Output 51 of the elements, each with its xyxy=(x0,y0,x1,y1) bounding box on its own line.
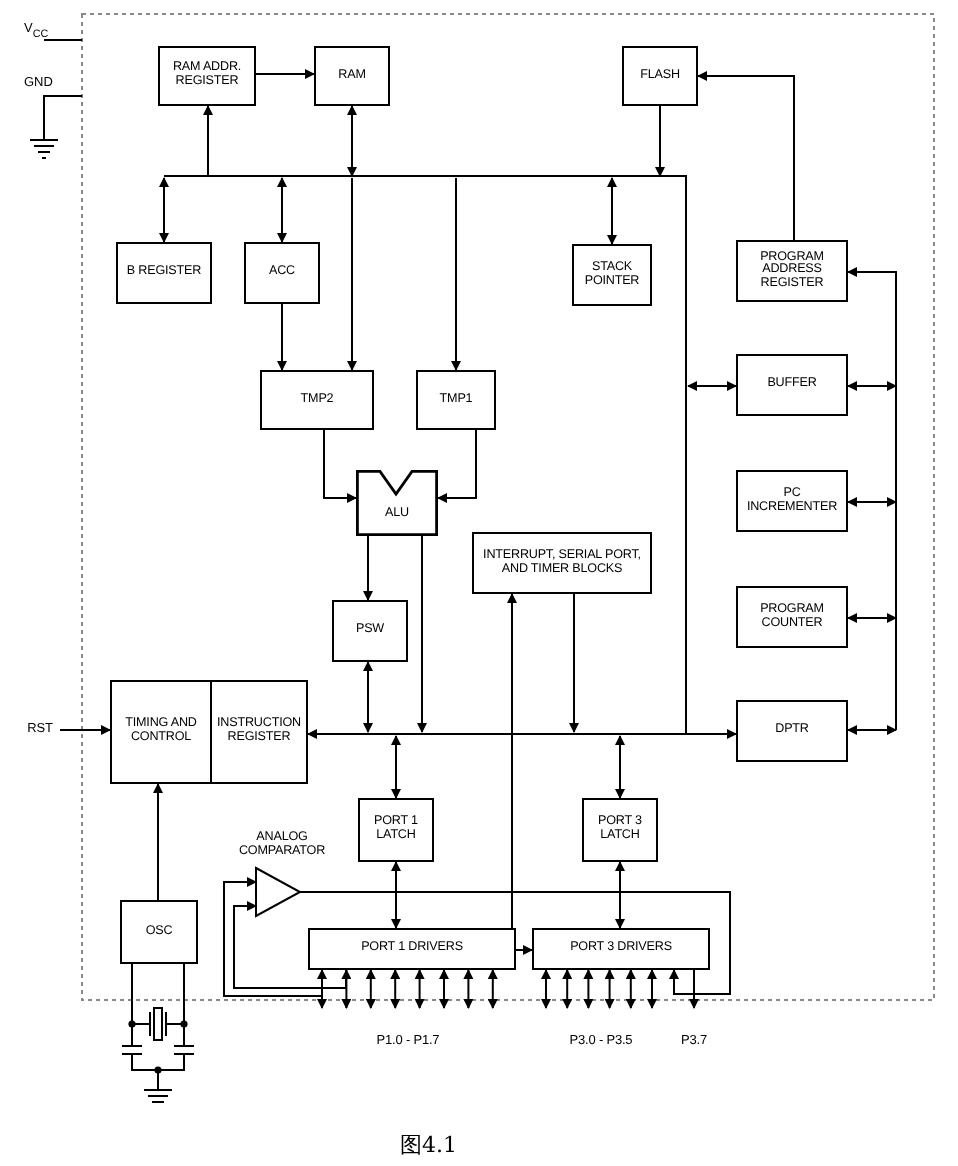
arrow xyxy=(365,969,376,1009)
arrow xyxy=(487,969,498,1009)
arrow xyxy=(697,71,795,241)
arrow xyxy=(541,969,551,1009)
arrow xyxy=(847,267,897,501)
arrow xyxy=(159,177,169,243)
arrow xyxy=(655,105,665,177)
arrow xyxy=(685,729,737,739)
arrow xyxy=(414,969,425,1009)
arrow xyxy=(255,69,315,79)
arrow xyxy=(615,861,625,929)
arrow xyxy=(59,725,111,735)
arrow xyxy=(307,729,687,739)
arrow xyxy=(347,105,357,177)
arrow xyxy=(562,969,573,1009)
arrow xyxy=(223,877,323,997)
arrow xyxy=(317,969,327,1009)
arrow xyxy=(451,177,461,371)
arrow xyxy=(847,381,897,391)
arrow xyxy=(615,735,625,799)
arrow xyxy=(417,535,427,733)
arrow xyxy=(323,429,357,503)
arrow xyxy=(203,105,213,177)
arrow xyxy=(689,969,699,1009)
arrow xyxy=(390,969,401,1009)
arrow xyxy=(607,177,617,245)
arrow xyxy=(153,783,163,901)
figure-caption: 图4.1 xyxy=(400,1130,457,1160)
arrow xyxy=(507,593,533,955)
arrow xyxy=(347,177,357,371)
arrow xyxy=(391,735,401,799)
arrow xyxy=(847,613,897,623)
arrow xyxy=(583,969,594,1009)
arrow xyxy=(847,725,897,735)
arrow xyxy=(687,381,737,391)
arrow xyxy=(277,303,287,371)
arrow xyxy=(437,429,477,503)
arrow xyxy=(363,661,373,733)
arrow xyxy=(647,969,657,1009)
arrow xyxy=(391,861,401,929)
arrow xyxy=(463,969,474,1009)
arrow xyxy=(625,969,636,1009)
arrow xyxy=(439,969,449,1009)
arrow xyxy=(847,497,897,507)
arrow xyxy=(341,969,352,1009)
arrow xyxy=(569,593,579,733)
arrow xyxy=(604,969,615,1009)
arrow xyxy=(299,891,731,995)
arrow xyxy=(363,535,373,601)
arrow xyxy=(233,901,347,989)
arrow xyxy=(277,177,287,243)
